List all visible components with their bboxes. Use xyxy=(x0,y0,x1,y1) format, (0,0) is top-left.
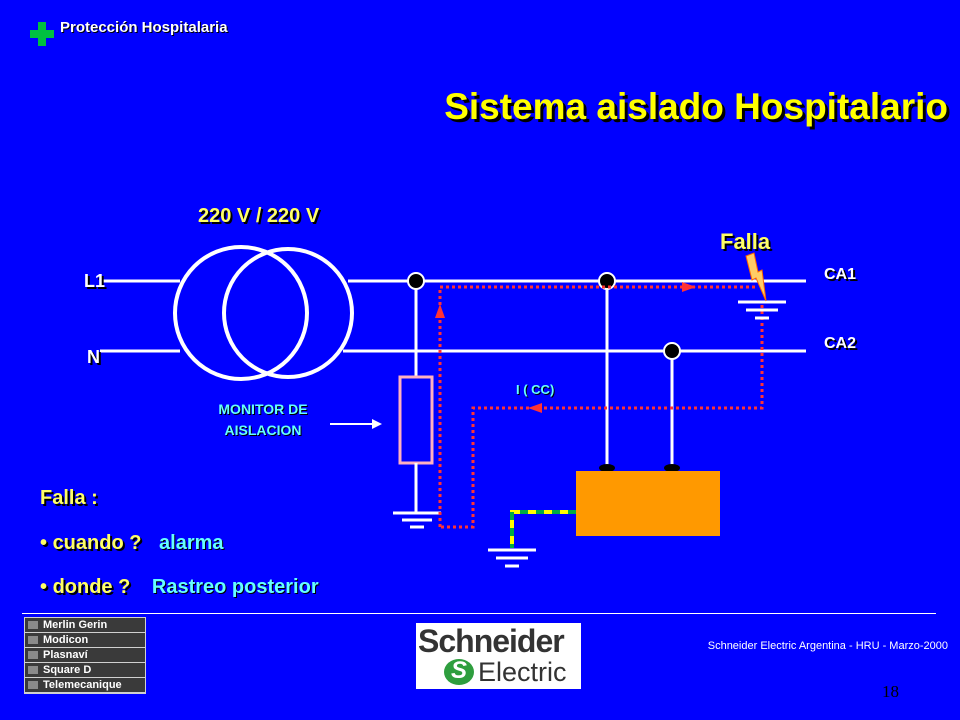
fault-info-heading: Falla : xyxy=(40,487,98,509)
label-ca1: CA1 xyxy=(824,266,857,283)
brand-square-d: Square D xyxy=(25,663,145,677)
bullet-question: donde ? xyxy=(52,576,131,598)
label-n: N xyxy=(87,347,100,367)
brand-plasnavi: Plasnaví xyxy=(25,648,145,662)
ground-monitor xyxy=(393,511,441,529)
ground-load xyxy=(488,548,536,568)
transformer-secondary xyxy=(222,247,354,379)
brand-logos: Merlin Gerin Modicon Plasnaví Square D T… xyxy=(24,617,146,694)
logo-bottom-text: Electric xyxy=(478,657,567,687)
fault-label: Falla xyxy=(720,229,771,254)
footer-text: Schneider Electric Argentina - HRU - Mar… xyxy=(707,640,948,652)
bullet-question: cuando ? xyxy=(52,532,142,554)
brand-merlin-gerin: Merlin Gerin xyxy=(25,618,145,632)
label-ca2: CA2 xyxy=(824,335,857,352)
monitor-label-line2: AISLACION xyxy=(224,422,302,438)
monitor-resistor xyxy=(398,375,434,465)
fault-arrow-up xyxy=(435,304,445,318)
page-number: 18 xyxy=(882,682,899,701)
lightning-icon xyxy=(745,252,767,302)
schneider-logo: Schneider Electric xyxy=(416,623,581,689)
current-label: I ( CC) xyxy=(516,382,555,397)
schneider-mark-icon xyxy=(444,657,474,685)
list-item: • donde ? Rastreo posterior xyxy=(40,576,319,598)
slide-title: Sistema aislado Hospitalario xyxy=(444,86,948,127)
bullet-answer: alarma xyxy=(159,532,224,554)
header-title: Protección Hospitalaria xyxy=(60,19,228,36)
transformer-primary xyxy=(173,245,309,381)
junction-dot xyxy=(663,342,681,360)
fault-current-path xyxy=(438,285,764,529)
fault-arrow-left xyxy=(528,403,542,413)
label-l1: L1 xyxy=(84,271,106,291)
logo-top-text: Schneider xyxy=(418,623,565,659)
load-box xyxy=(576,471,720,536)
brand-modicon: Modicon xyxy=(25,633,145,647)
footer-divider xyxy=(22,613,936,614)
list-item: • cuando ? alarma xyxy=(40,532,224,554)
brand-telemecanique: Telemecanique xyxy=(25,678,145,692)
plus-icon xyxy=(30,22,54,46)
bullet-answer: Rastreo posterior xyxy=(151,576,319,598)
ground-fault xyxy=(738,300,786,320)
fault-info: Falla : • cuando ? alarma • donde ? Rast… xyxy=(40,486,319,619)
monitor-label-line1: MONITOR DE xyxy=(218,401,308,417)
fault-arrow-right xyxy=(682,282,696,292)
junction-dot xyxy=(598,272,616,290)
monitor-arrow xyxy=(372,419,382,429)
monitor-label: MONITOR DE AISLACION xyxy=(196,399,330,441)
transformer-label: 220 V / 220 V xyxy=(198,205,320,227)
junction-dot xyxy=(407,272,425,290)
